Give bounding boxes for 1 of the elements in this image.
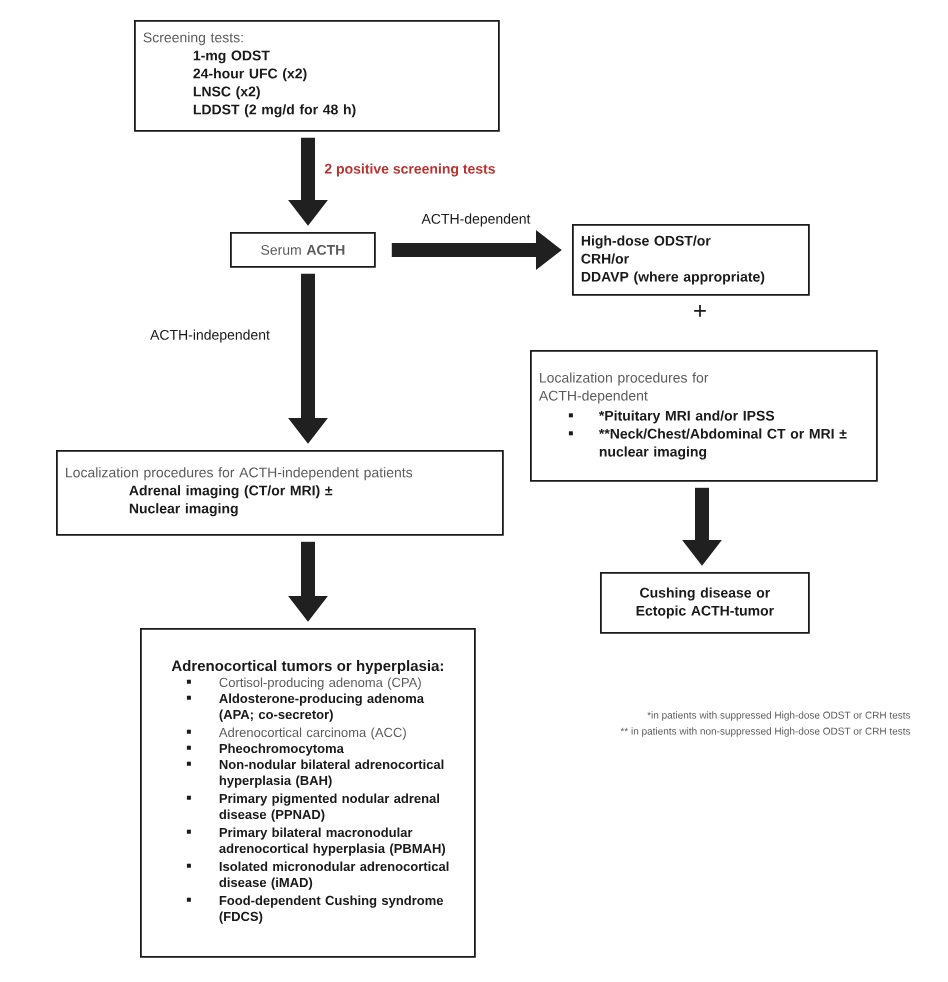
plus-sign: + — [694, 305, 706, 317]
